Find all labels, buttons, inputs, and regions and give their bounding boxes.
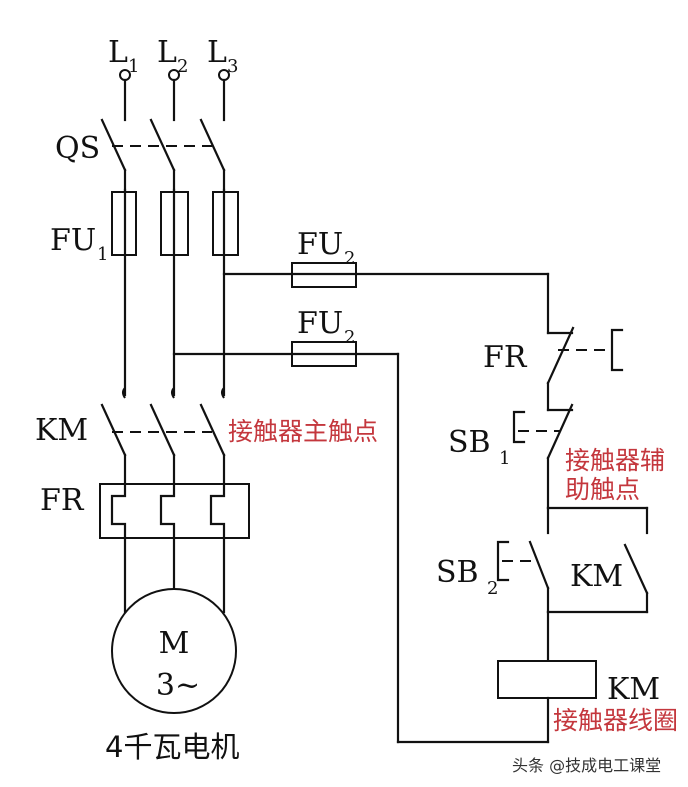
motor-label: M — [159, 626, 190, 661]
fu1-subscript: 1 — [97, 244, 108, 265]
watermark: 头条 @技成电工课堂 — [512, 756, 661, 775]
fr-thermal-relay: FR — [40, 453, 250, 540]
qs-label: QS — [55, 131, 100, 166]
control-supply: FU 2 FU 2 — [172, 227, 550, 744]
km-contact-3-icon — [199, 403, 226, 457]
km-coil-label: KM — [607, 672, 660, 707]
l1-subscript: 1 — [128, 56, 139, 77]
control-branch: FR SB 1 接触器辅 助触点 SB 2 — [436, 272, 678, 744]
motor-phase-label: 3~ — [156, 668, 200, 703]
motor: M 3~ 4千瓦电机 — [105, 536, 239, 764]
fu2-top-subscript: 2 — [344, 248, 355, 269]
power-line-l2: L 2 — [157, 35, 188, 122]
fr-element-3-icon — [209, 482, 226, 540]
motor-caption: 4千瓦电机 — [105, 730, 239, 764]
start-and-holding-branch: SB 2 KM — [436, 506, 649, 614]
sb2-label: SB — [436, 555, 479, 590]
km-main-label: KM — [35, 413, 88, 448]
fr-element-1-icon — [110, 482, 127, 540]
qs-blade-3-icon — [199, 118, 226, 172]
sb1-pushbutton-icon — [512, 410, 526, 444]
sb2-pushbutton-icon — [496, 540, 510, 582]
aux-contacts-annotation-line1: 接触器辅 — [565, 446, 665, 475]
fu2-bottom-label: FU — [297, 306, 343, 341]
power-line-l1: L 1 — [108, 35, 139, 122]
fr-main-label: FR — [40, 483, 85, 518]
sb2-subscript: 2 — [487, 578, 498, 599]
fr-contact-label: FR — [483, 340, 528, 375]
km-coil-icon — [497, 660, 597, 699]
km-main-contacts: KM 接触器主触点 — [35, 403, 378, 457]
fu2-bottom-subscript: 2 — [344, 327, 355, 348]
fu2-top-label: FU — [297, 227, 343, 262]
km-hook-3-icon — [221, 387, 225, 399]
l3-subscript: 3 — [227, 56, 238, 77]
km-contact-2-icon — [149, 403, 176, 457]
motor-icon — [111, 588, 237, 714]
coil-annotation: 接触器线圈 — [553, 706, 678, 735]
fr-nc-contact: FR — [483, 326, 624, 412]
km-aux-blade-icon — [623, 543, 649, 595]
sb1-subscript: 1 — [499, 448, 510, 469]
l1-label: L — [108, 35, 128, 70]
km-hook-2-icon — [171, 387, 175, 399]
qs-blade-2-icon — [149, 118, 176, 172]
fu1-fuses: FU 1 — [50, 191, 239, 265]
fu1-label: FU — [50, 223, 96, 258]
sb1-stop-button: SB 1 接触器辅 助触点 — [448, 403, 665, 510]
sb2-blade-icon — [528, 540, 550, 590]
km-contact-1-icon — [100, 403, 127, 457]
fr-nc-blade-icon — [546, 326, 575, 385]
km-coil: KM 接触器线圈 — [497, 610, 678, 744]
sb1-label: SB — [448, 425, 491, 460]
main-contacts-annotation: 接触器主触点 — [228, 417, 378, 446]
km-aux-label: KM — [570, 559, 623, 594]
fu1-fuse-3-icon — [212, 191, 239, 256]
qs-switch: QS — [55, 118, 226, 192]
aux-contacts-annotation-line2: 助触点 — [565, 475, 640, 504]
l3-label: L — [207, 35, 227, 70]
power-line-l3: L 3 — [207, 35, 238, 122]
main-bus — [122, 188, 226, 399]
l2-subscript: 2 — [177, 56, 188, 77]
fr-thermal-actuator-icon — [610, 328, 624, 372]
l2-label: L — [157, 35, 177, 70]
km-hook-1-icon — [122, 387, 126, 399]
fr-element-2-icon — [159, 482, 176, 540]
